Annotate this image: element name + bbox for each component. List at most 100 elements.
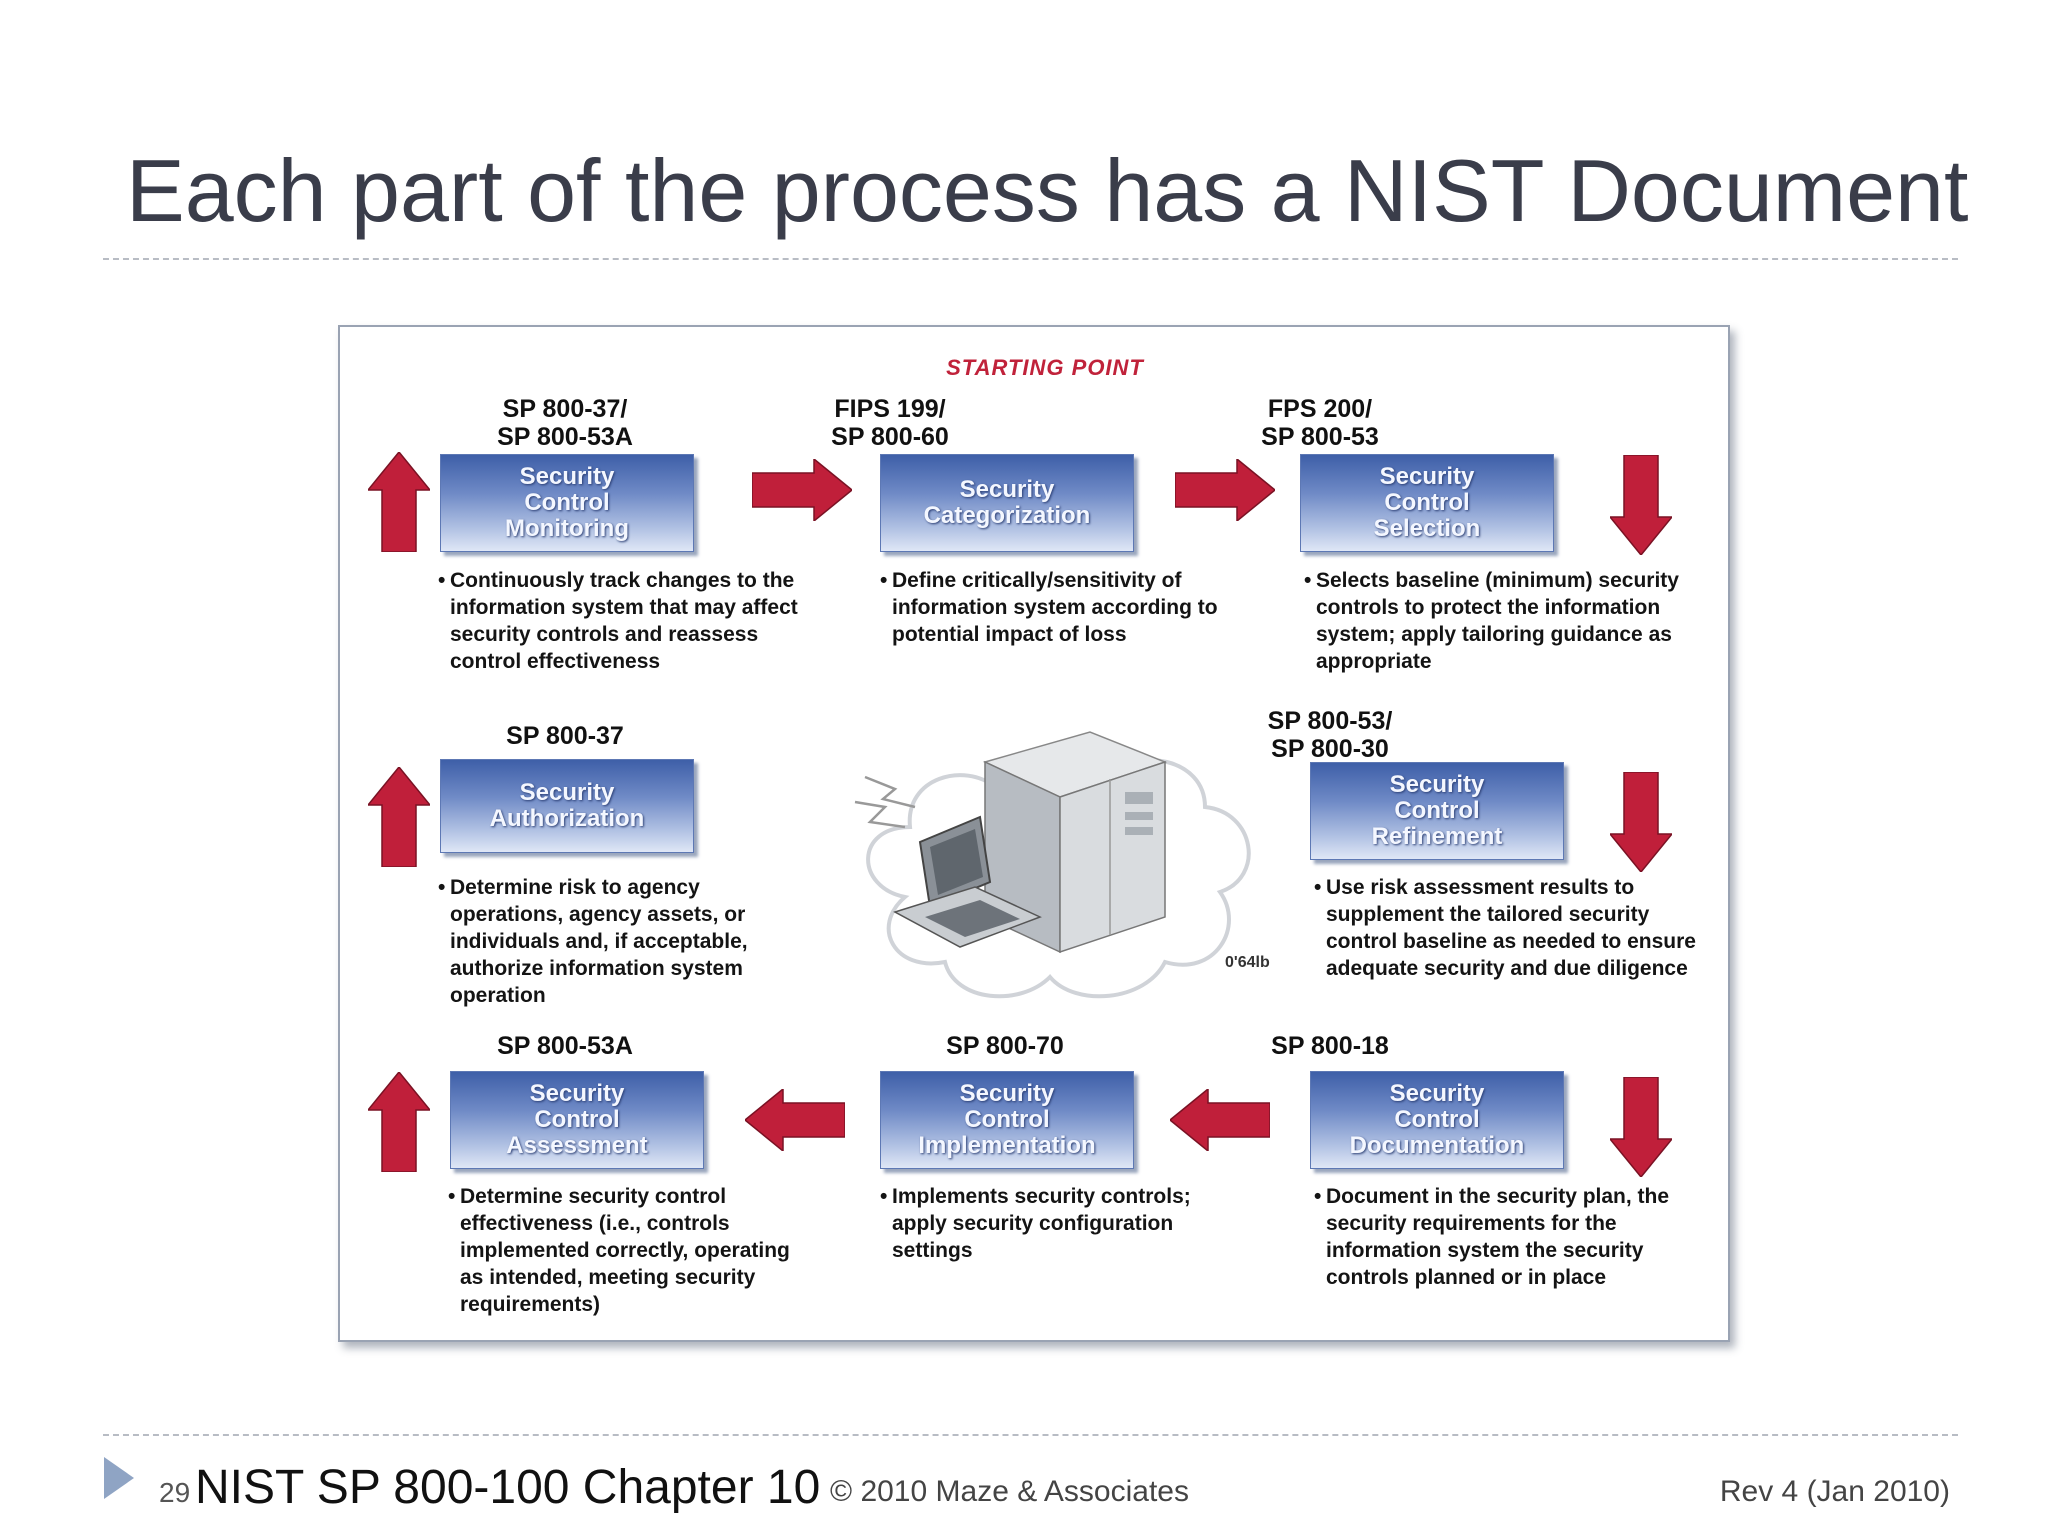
arrow-up-icon [368,452,430,552]
arrow-up-icon [368,767,430,867]
doc-ref-line: SP 800-60 [831,423,949,451]
desc-line: control baseline as needed to ensure [1326,930,1696,953]
desc-line: adequate security and due diligence [1326,957,1688,980]
footer-divider [103,1434,1958,1436]
step-label-line: Control [524,489,610,516]
desc-line: potential impact of loss [892,623,1127,646]
desc-monitoring: • Continuously track changes to the info… [438,567,850,675]
step-label-line: Security [959,476,1055,503]
copyright-notice: © 2010 Maze & Associates [830,1475,1189,1508]
bullet-icon: • [880,1185,888,1208]
desc-line: Determine security control [460,1185,727,1208]
doc-ref-line: SP 800-70 [946,1032,1064,1060]
step-security-control-selection: Security Control Selection [1300,454,1554,552]
doc-ref-line: SP 800-53 [1261,423,1379,451]
desc-line: Implements security controls; [892,1185,1191,1208]
step-label-line: Refinement [1371,823,1503,850]
step-label-line: Control [1394,797,1480,824]
bullet-icon: • [1314,876,1322,899]
step-security-categorization: Security Categorization [880,454,1134,552]
doc-ref-line: SP 800-30 [1271,735,1389,763]
step-label-line: Categorization [923,502,1091,529]
desc-categorization: • Define critically/sensitivity of infor… [880,567,1292,648]
desc-line: Define critically/sensitivity of [892,569,1182,592]
bullet-icon: • [1314,1185,1322,1208]
step-security-control-implementation: Security Control Implementation [880,1071,1134,1169]
step-security-control-refinement: Security Control Refinement [1310,762,1564,860]
desc-line: controls to protect the information [1316,596,1661,619]
step-label-line: Control [1384,489,1470,516]
arrow-left-icon [1170,1089,1270,1151]
arrow-right-icon [1175,459,1275,521]
step-label-line: Security [959,1080,1055,1107]
desc-line: information system that may affect [450,596,798,619]
desc-assessment: • Determine security control effectivene… [448,1183,830,1318]
bullet-icon: • [438,569,446,592]
doc-ref-refinement: SP 800-53/ SP 800-30 [1195,707,1465,763]
step-security-control-monitoring: Security Control Monitoring [440,454,694,552]
step-label-line: Security [1379,463,1475,490]
step-security-control-documentation: Security Control Documentation [1310,1071,1564,1169]
step-label-line: Implementation [918,1132,1096,1159]
bullet-icon: • [438,876,446,899]
footer-title: NIST SP 800-100 Chapter 10 [195,1461,821,1514]
starting-point-label: STARTING POINT [946,355,1144,380]
step-label-line: Assessment [506,1132,648,1159]
figure-code-label: 0'64lb [1225,954,1270,971]
desc-line: information system the security [1326,1239,1644,1262]
desc-line: Document in the security plan, the [1326,1185,1670,1208]
doc-ref-documentation: SP 800-18 [1195,1032,1465,1060]
desc-line: operations, agency assets, or [450,903,746,926]
bullet-icon: • [1304,569,1312,592]
desc-line: implemented correctly, operating [460,1239,790,1262]
step-label-line: Security [1389,771,1485,798]
doc-ref-authorization: SP 800-37 [430,722,700,750]
desc-line: supplement the tailored security [1326,903,1650,926]
desc-line: effectiveness (i.e., controls [460,1212,730,1235]
desc-line: appropriate [1316,650,1432,673]
doc-ref-implementation: SP 800-70 [870,1032,1140,1060]
desc-line: operation [450,984,546,1007]
slide-title: Each part of the process has a NIST Docu… [126,141,1969,240]
doc-ref-line: SP 800-37 [506,722,624,750]
doc-ref-selection: FPS 200/ SP 800-53 [1185,395,1455,451]
desc-line: Selects baseline (minimum) security [1316,569,1679,592]
desc-line: information system according to [892,596,1218,619]
doc-ref-line: FPS 200/ [1267,395,1373,423]
step-label-line: Selection [1373,515,1481,542]
desc-line: requirements) [460,1293,601,1316]
desc-line: system; apply tailoring guidance as [1316,623,1672,646]
doc-ref-line: SP 800-53/ [1267,707,1393,735]
desc-line: security controls and reassess [450,623,759,646]
step-label-line: Security [1389,1080,1485,1107]
desc-line: individuals and, if acceptable, [450,930,748,953]
desc-line: as intended, meeting security [460,1266,756,1289]
step-label-line: Monitoring [505,515,629,542]
desc-line: Use risk assessment results to [1326,876,1635,899]
doc-ref-monitoring: SP 800-37/ SP 800-53A [430,395,700,451]
desc-line: apply security configuration [892,1212,1174,1235]
desc-line: control effectiveness [450,650,661,673]
desc-documentation: • Document in the security plan, the sec… [1314,1183,1726,1291]
desc-refinement: • Use risk assessment results to supplem… [1314,874,1726,982]
arrow-down-icon [1610,455,1672,555]
nav-triangle-icon[interactable] [104,1457,134,1499]
desc-line: Determine risk to agency [450,876,700,899]
information-system-illustration: 0'64lb [854,731,1270,999]
desc-line: security requirements for the [1326,1212,1617,1235]
step-label-line: Documentation [1349,1132,1525,1159]
step-label-line: Authorization [489,805,645,832]
step-label-line: Control [534,1106,620,1133]
desc-line: controls planned or in place [1326,1266,1607,1289]
title-divider [103,258,1958,260]
desc-line: Continuously track changes to the [450,569,795,592]
desc-selection: • Selects baseline (minimum) security co… [1304,567,1726,675]
doc-ref-line: SP 800-18 [1271,1032,1389,1060]
doc-ref-line: SP 800-53A [497,423,633,451]
bullet-icon: • [880,569,888,592]
doc-ref-line: SP 800-53A [497,1032,633,1060]
lightning-icon [854,775,916,829]
arrow-down-icon [1610,1077,1672,1177]
step-security-control-assessment: Security Control Assessment [450,1071,704,1169]
arrow-left-icon [745,1089,845,1151]
